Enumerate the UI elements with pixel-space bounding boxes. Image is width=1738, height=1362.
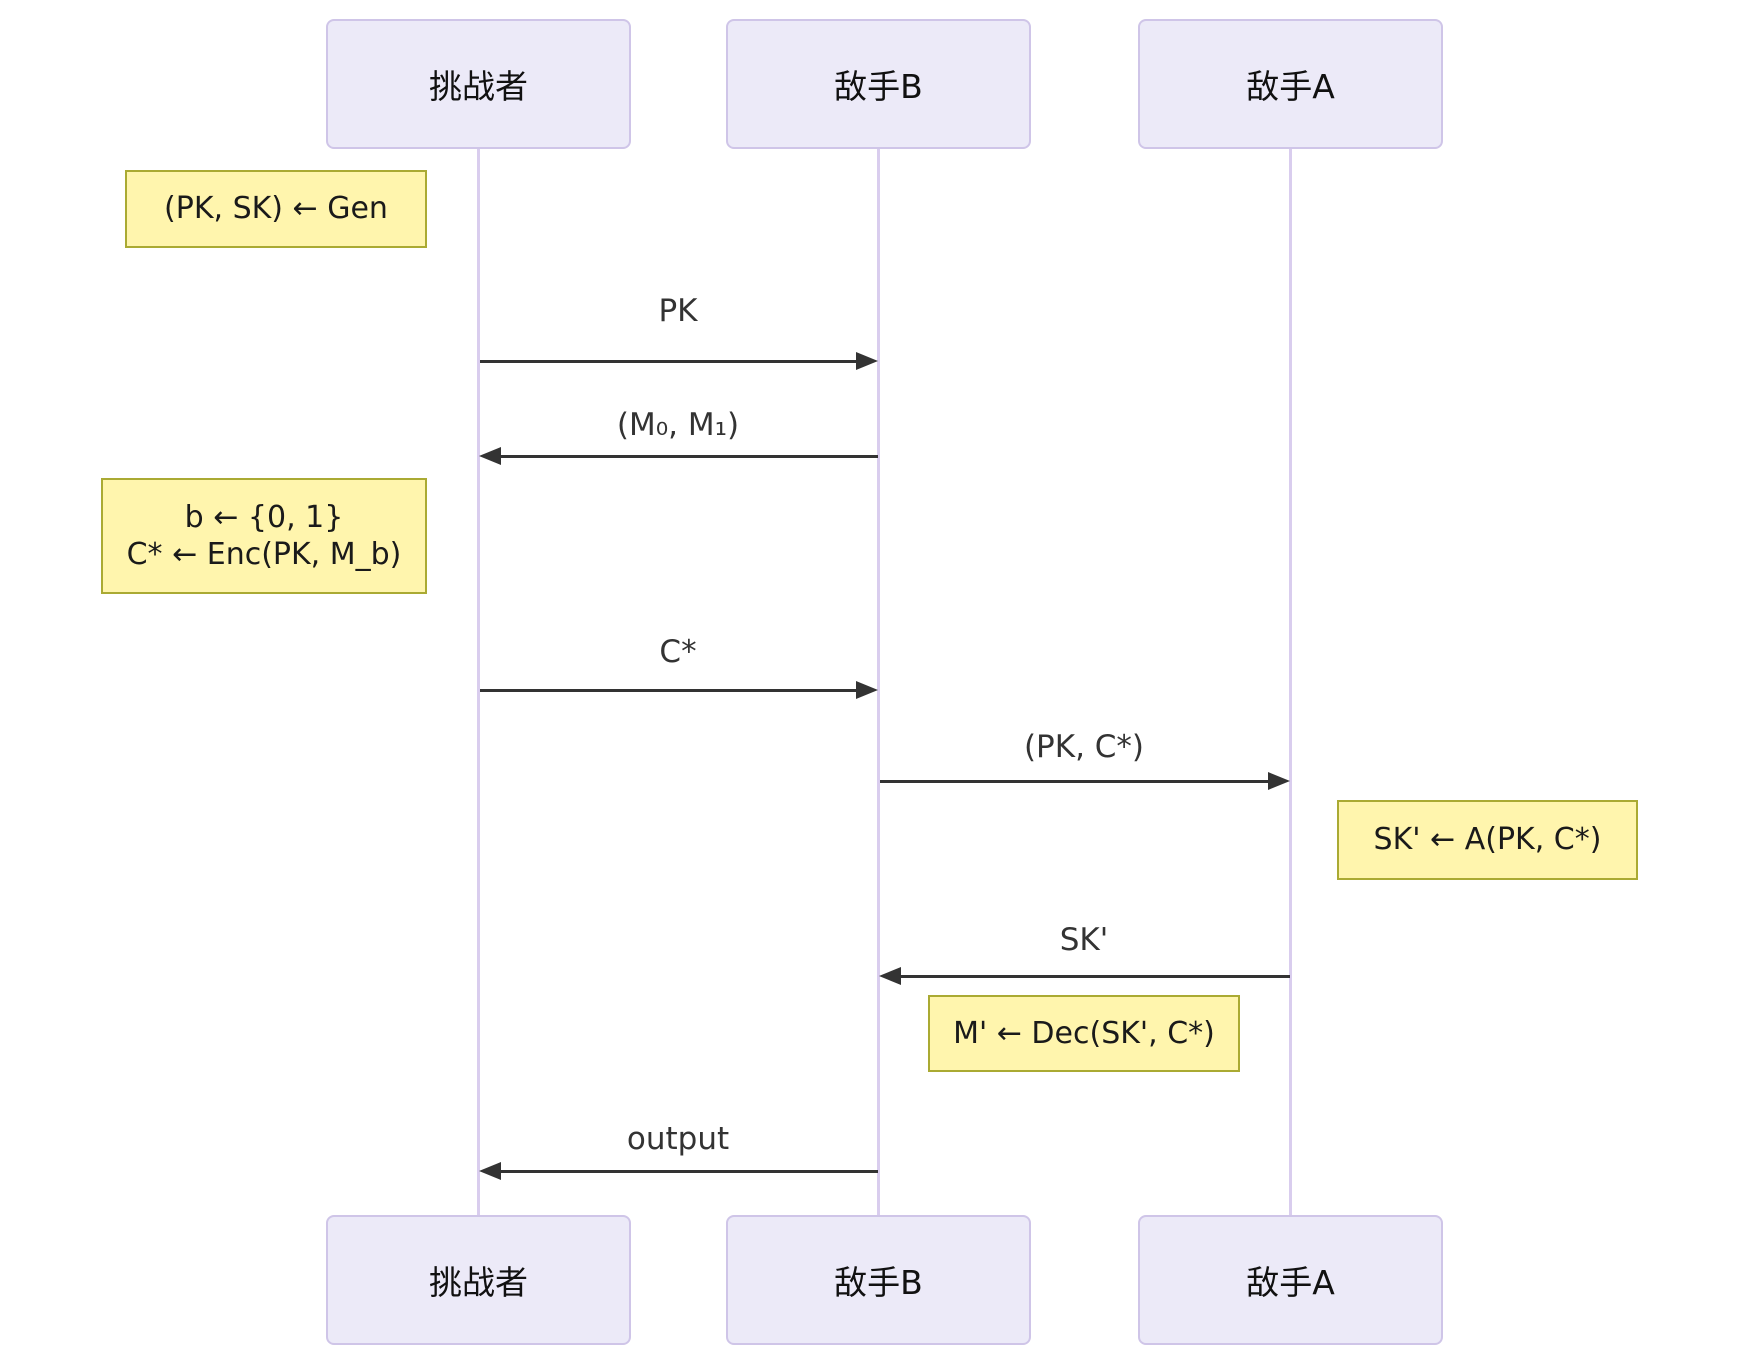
actor-top-challenger: 挑战者	[326, 19, 631, 149]
message-label-sk-prime: SK'	[1059, 922, 1109, 958]
actor-label: 敌手A	[1246, 67, 1335, 106]
actor-top-adversary-a: 敌手A	[1138, 19, 1443, 149]
arrowhead-left-icon	[479, 1162, 501, 1180]
message-label-pk: PK	[658, 293, 698, 329]
arrowhead-left-icon	[479, 447, 501, 465]
lifeline-adversary-b	[877, 149, 880, 1215]
note-keygen: (PK, SK) ← Gen	[125, 170, 427, 248]
actor-bottom-adversary-b: 敌手B	[726, 1215, 1031, 1345]
lifeline-adversary-a	[1289, 149, 1292, 1215]
note-decrypt: M' ← Dec(SK', C*)	[928, 995, 1240, 1072]
message-line-sk-prime	[901, 975, 1290, 978]
actor-top-adversary-b: 敌手B	[726, 19, 1031, 149]
arrowhead-right-icon	[856, 681, 878, 699]
note-adversary-a-output: SK' ← A(PK, C*)	[1337, 800, 1638, 880]
lifeline-challenger	[477, 149, 480, 1215]
actor-label: 敌手B	[834, 1263, 923, 1302]
actor-label: 敌手B	[834, 67, 923, 106]
actor-bottom-challenger: 挑战者	[326, 1215, 631, 1345]
actor-label: 挑战者	[429, 67, 528, 106]
message-label-pk-cstar: (PK, C*)	[1023, 729, 1145, 765]
note-challenge-encrypt: b ← {0, 1} C* ← Enc(PK, M_b)	[101, 478, 427, 594]
actor-label: 敌手A	[1246, 1263, 1335, 1302]
actor-bottom-adversary-a: 敌手A	[1138, 1215, 1443, 1345]
actor-label: 挑战者	[429, 1263, 528, 1302]
message-line-pk-cstar	[880, 780, 1268, 783]
message-line-m0-m1	[500, 455, 878, 458]
message-line-cstar	[480, 689, 856, 692]
arrowhead-right-icon	[856, 352, 878, 370]
message-label-output: output	[626, 1121, 730, 1157]
arrowhead-right-icon	[1268, 772, 1290, 790]
message-line-output	[501, 1170, 878, 1173]
message-label-cstar: C*	[659, 634, 697, 670]
message-label-m0-m1: (M₀, M₁)	[616, 407, 740, 443]
arrowhead-left-icon	[879, 967, 901, 985]
message-line-pk	[480, 360, 856, 363]
